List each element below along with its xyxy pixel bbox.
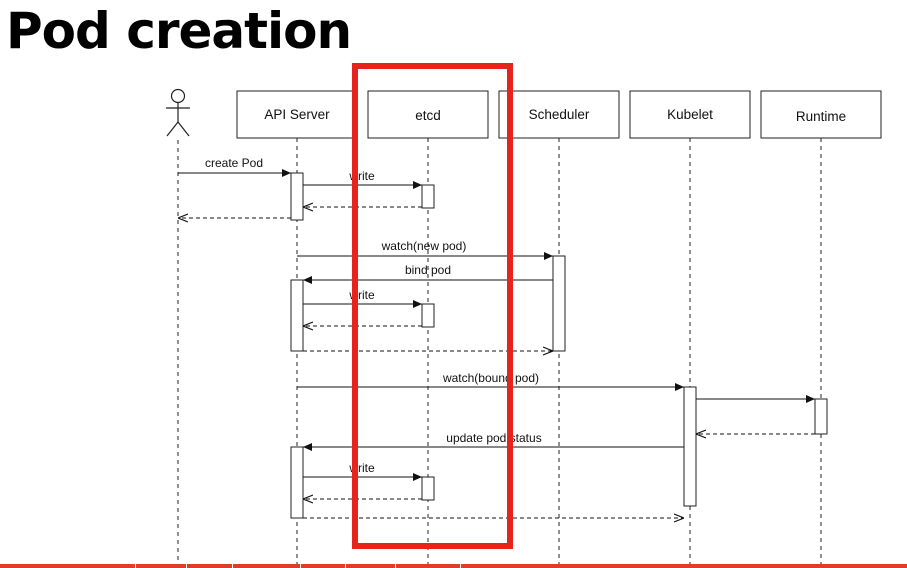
activation-etcd-3 bbox=[421, 476, 435, 501]
label-create-pod: create Pod bbox=[205, 156, 263, 170]
activation-runtime-1 bbox=[814, 398, 828, 435]
bottom-progress-bar bbox=[0, 564, 907, 568]
activation-api-1 bbox=[290, 172, 304, 221]
participant-label-kubelet: Kubelet bbox=[667, 107, 713, 122]
slide-title: Pod creation bbox=[6, 2, 352, 60]
activation-api-3 bbox=[290, 446, 304, 519]
label-update-pod-status: update pod status bbox=[446, 431, 541, 445]
etcd-highlight-box bbox=[352, 63, 513, 549]
participant-label-api-server: API Server bbox=[264, 107, 330, 122]
label-watch-new-pod: watch(new pod) bbox=[381, 239, 467, 253]
participant-label-runtime: Runtime bbox=[796, 109, 846, 124]
activation-kubelet-1 bbox=[683, 386, 697, 507]
participant-label-scheduler: Scheduler bbox=[529, 107, 590, 122]
activation-bars bbox=[290, 172, 828, 519]
activation-etcd-1 bbox=[421, 184, 435, 209]
participant-boxes bbox=[236, 90, 882, 139]
label-watch-bound-pod: watch(bound pod) bbox=[442, 371, 539, 385]
participant-box-scheduler bbox=[498, 90, 620, 139]
participant-box-kubelet bbox=[629, 90, 751, 139]
sync-messages bbox=[178, 168, 815, 482]
actor-icon bbox=[166, 88, 190, 137]
participant-box-etcd bbox=[367, 90, 489, 139]
return-messages bbox=[178, 207, 815, 518]
activation-etcd-2 bbox=[421, 303, 435, 328]
activation-scheduler-1 bbox=[552, 255, 566, 352]
participant-box-api-server bbox=[236, 90, 358, 139]
activation-api-2 bbox=[290, 279, 304, 352]
participant-label-etcd: etcd bbox=[415, 108, 441, 123]
participant-box-runtime bbox=[760, 90, 882, 139]
label-bind-pod: bind pod bbox=[405, 263, 451, 277]
